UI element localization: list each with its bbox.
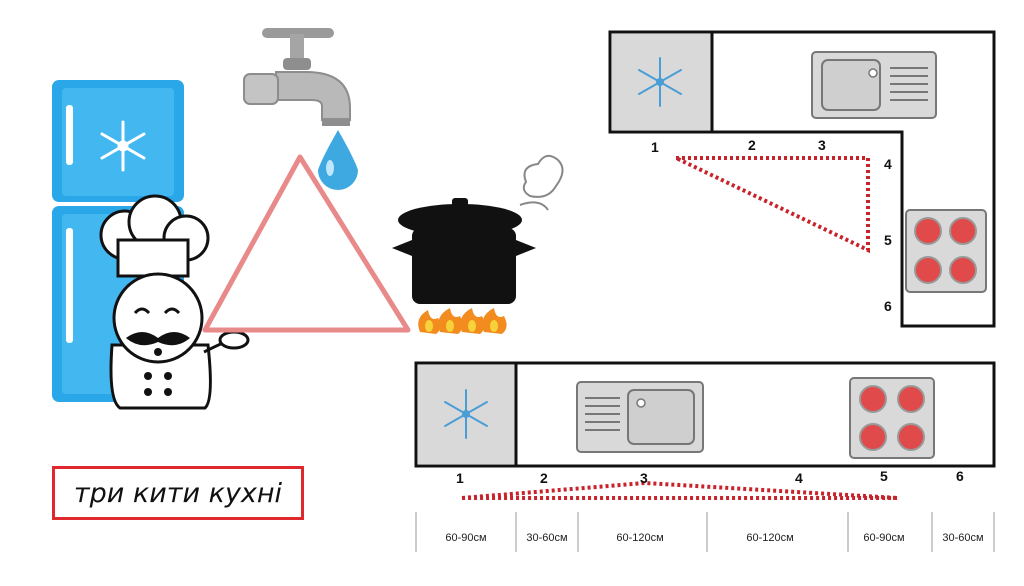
l-point-label: 5 [884, 232, 892, 248]
l-route [675, 156, 870, 254]
caption-text: три кити кухні [73, 477, 283, 509]
snowflake-icon [100, 120, 146, 172]
l-point-label: 4 [884, 156, 892, 172]
pot-icon [392, 154, 564, 334]
linear-route [461, 480, 899, 500]
dimension-label: 60-90см [863, 532, 904, 544]
linear-point-label: 2 [540, 470, 548, 486]
chef-icon [99, 194, 250, 410]
l-point-label: 1 [651, 139, 659, 155]
sink-icon [811, 51, 937, 119]
cooktop-icon [905, 209, 987, 293]
dimension-label: 60-120см [616, 532, 663, 544]
l-point-label: 6 [884, 298, 892, 314]
l-point-label: 2 [748, 137, 756, 153]
linear-point-label: 5 [880, 468, 888, 484]
dimension-label: 60-120см [746, 532, 793, 544]
water-drop-icon [318, 130, 358, 191]
cooktop-icon [849, 377, 935, 459]
linear-point-label: 4 [795, 470, 803, 486]
linear-point-label: 3 [640, 470, 648, 486]
snowflake-icon [638, 57, 682, 107]
faucet-icon [243, 28, 351, 126]
linear-point-label: 1 [456, 470, 464, 486]
dimension-ruler [415, 512, 995, 552]
work-triangle [202, 154, 411, 333]
caption-box: три кити кухні [52, 466, 304, 520]
l-shaped-layout: 1 2 3 4 5 6 [608, 30, 996, 328]
dimension-label: 60-90см [445, 532, 486, 544]
dimension-label: 30-60см [526, 532, 567, 544]
sink-icon [576, 381, 704, 453]
snowflake-icon [444, 389, 488, 439]
dimension-label: 30-60см [942, 532, 983, 544]
linear-point-label: 6 [956, 468, 964, 484]
linear-layout: 1 2 3 4 5 6 60-90см 30-60см 60-120см 60-… [414, 361, 996, 552]
l-point-label: 3 [818, 137, 826, 153]
